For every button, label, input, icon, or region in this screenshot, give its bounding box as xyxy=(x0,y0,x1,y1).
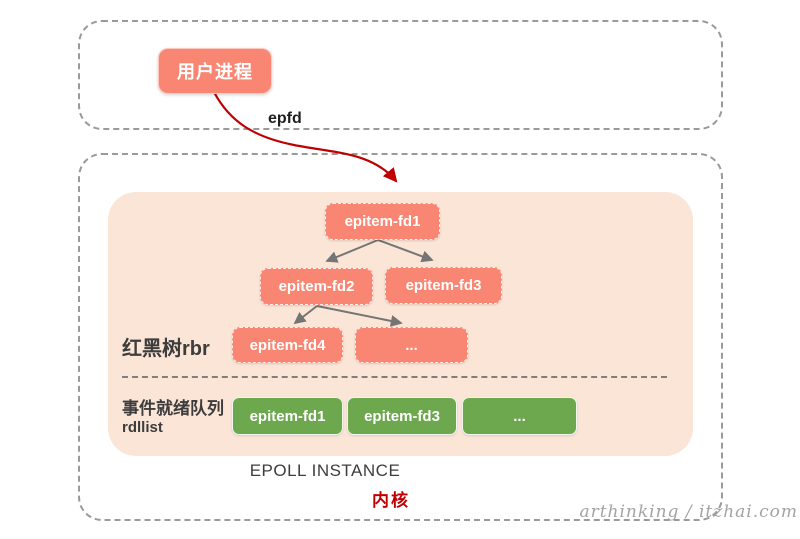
rbtree-node-fd2: epitem-fd2 xyxy=(260,268,373,305)
user-space-container xyxy=(78,20,723,130)
epfd-label: epfd xyxy=(268,110,302,127)
kernel-space-container xyxy=(78,153,723,521)
readylist-label: 事件就绪队列 rdllist xyxy=(122,398,224,438)
tree-readylist-divider xyxy=(122,376,667,378)
readylist-item-fd3: epitem-fd3 xyxy=(347,397,457,435)
readylist-label-line1: 事件就绪队列 xyxy=(122,399,224,418)
rbtree-label: 红黑树rbr xyxy=(122,338,210,360)
kernel-label: 内核 xyxy=(372,491,410,510)
rbtree-node-fd1: epitem-fd1 xyxy=(325,203,440,240)
watermark: arthinking / itzhai.com xyxy=(579,502,798,522)
rbtree-node-fd3: epitem-fd3 xyxy=(385,267,502,304)
epoll-instance-label: EPOLL INSTANCE xyxy=(249,461,401,480)
readylist-label-line2: rdllist xyxy=(122,419,163,437)
readylist-item-ellipsis: ... xyxy=(462,397,577,435)
rbtree-node-ellipsis: ... xyxy=(355,327,468,363)
readylist-item-fd1: epitem-fd1 xyxy=(232,397,343,435)
user-process-box: 用户进程 xyxy=(158,48,272,94)
rbtree-node-fd4: epitem-fd4 xyxy=(232,327,343,363)
